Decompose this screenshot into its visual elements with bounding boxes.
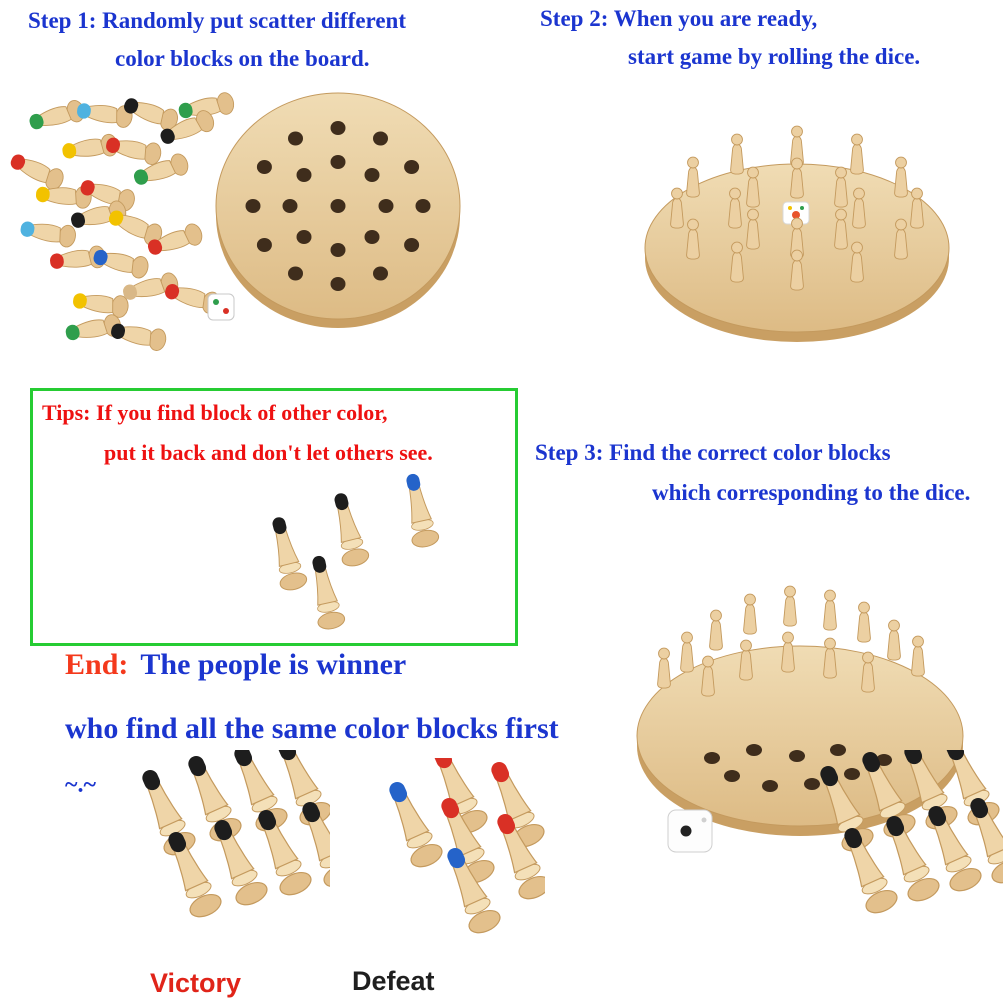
step1-text-line2: color blocks on the board.	[115, 46, 370, 71]
step2-text-line2: start game by rolling the dice.	[628, 44, 921, 69]
photo-step2-board-full	[644, 125, 950, 342]
memory-board-empty	[215, 92, 461, 328]
photo-tips-pegs	[263, 472, 441, 632]
step3-text-line2: which corresponding to the dice.	[652, 480, 971, 505]
step1-text-line1: Step 1: Randomly put scatter different	[28, 8, 406, 33]
step2-text-line1: Step 2: When you are ready,	[540, 6, 818, 31]
end-prefix: End:	[65, 648, 129, 681]
scattered-pegs	[8, 90, 236, 353]
dice-icon	[207, 293, 235, 321]
dice-icon	[667, 809, 713, 853]
photo-winner-pegs-right	[809, 750, 1003, 918]
photo-victory-pegs	[131, 750, 330, 922]
photo-step1-scattered-pieces-and-board	[8, 90, 461, 353]
tips-text-line1: Tips: If you find block of other color,	[42, 400, 388, 425]
board-holes	[704, 744, 892, 792]
dice-icon	[782, 201, 810, 225]
end-text-line3: ~.~	[65, 772, 96, 798]
standing-pegs	[670, 125, 924, 291]
tips-text-line2: put it back and don't let others see.	[104, 440, 433, 465]
end-line1: The people is winner	[140, 648, 407, 681]
board-holes	[245, 121, 431, 291]
defeat-label: Defeat	[352, 966, 435, 996]
photo-defeat-pegs	[378, 758, 545, 938]
end-text-line2: who find all the same color blocks first	[65, 712, 559, 745]
victory-label: Victory	[150, 968, 242, 998]
end-text-line1: End: The people is winner	[65, 648, 406, 682]
tips-box	[30, 388, 518, 646]
step3-text-line1: Step 3: Find the correct color blocks	[535, 440, 891, 465]
